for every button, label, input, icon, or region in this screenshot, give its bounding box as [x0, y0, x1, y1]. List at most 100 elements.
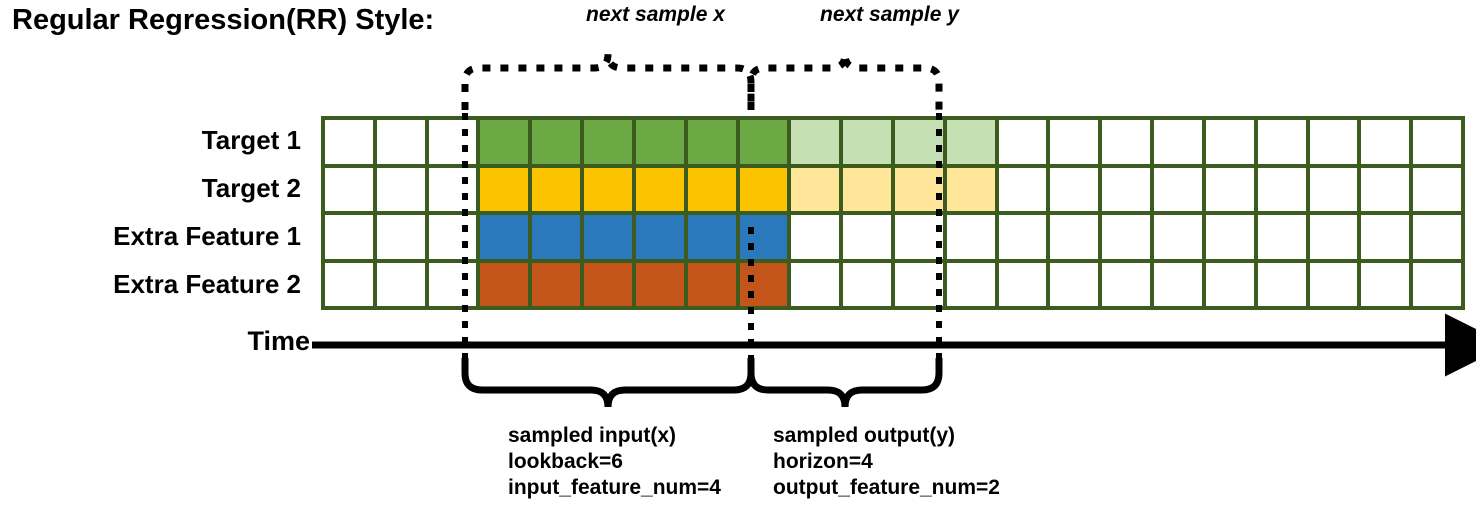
grid-cell-extra-feature-1-col-2	[376, 215, 425, 259]
grid-cell-extra-feature-2-col-13	[946, 262, 995, 306]
sampled-input-line2: lookback=6	[508, 450, 623, 473]
row-label-target-1: Target 1	[201, 125, 301, 155]
grid-cell-target-1-col-12	[894, 120, 943, 164]
grid-cell-target-1-col-10	[791, 120, 840, 164]
grid-cell-target-1-col-20	[1309, 120, 1358, 164]
grid-cell-extra-feature-2-col-11	[843, 262, 891, 306]
grid-cell-target-2-col-11	[843, 167, 891, 211]
sampled-output-line1: sampled output(y)	[773, 424, 955, 447]
row-label-target-2: Target 2	[201, 173, 301, 203]
grid-cell-extra-feature-2-col-22	[1413, 262, 1461, 306]
grid-cell-target-1-col-8	[687, 120, 736, 164]
grid-cell-target-2-col-7	[635, 167, 684, 211]
grid-cell-extra-feature-1-col-8	[687, 215, 736, 259]
grid-cell-target-2-col-14	[998, 167, 1047, 211]
grid-cell-target-2-col-10	[791, 167, 840, 211]
grid-cell-target-1-col-5	[532, 120, 581, 164]
grid-cell-extra-feature-1-col-1	[325, 215, 373, 259]
grid-cell-target-2-col-8	[687, 167, 736, 211]
row-label-extra-feature-2: Extra Feature 2	[113, 269, 301, 299]
grid-cell-target-1-col-9	[739, 120, 788, 164]
grid-cell-target-1-col-15	[1050, 120, 1099, 164]
grid-cell-target-1-col-11	[843, 120, 891, 164]
grid-cell-target-2-col-6	[584, 167, 632, 211]
next-sample-y-label: next sample y	[820, 3, 959, 26]
grid-cell-target-1-col-18	[1205, 120, 1254, 164]
grid-cell-target-2-col-12	[894, 167, 943, 211]
grid-cell-extra-feature-2-col-14	[998, 262, 1047, 306]
grid-cell-target-2-col-21	[1361, 167, 1410, 211]
grid-cell-extra-feature-1-col-4	[480, 215, 529, 259]
grid-cell-extra-feature-2-col-20	[1309, 262, 1358, 306]
sampled-input-line3: input_feature_num=4	[508, 476, 721, 499]
grid-cell-extra-feature-2-col-15	[1050, 262, 1099, 306]
grid-cell-extra-feature-1-col-13	[946, 215, 995, 259]
grid-cell-target-1-col-16	[1102, 120, 1151, 164]
sampled-output-caption: sampled output(y) horizon=4 output_featu…	[773, 423, 1000, 501]
grid-cell-extra-feature-1-col-9	[739, 215, 788, 259]
grid-cell-target-2-col-20	[1309, 167, 1358, 211]
grid-cell-target-2-col-22	[1413, 167, 1461, 211]
grid-cell-extra-feature-1-col-16	[1102, 215, 1151, 259]
grid-cell-extra-feature-1-col-12	[894, 215, 943, 259]
brace-next-sample-y	[747, 53, 943, 110]
grid-cell-target-1-col-21	[1361, 120, 1410, 164]
grid-cell-target-1-col-13	[946, 120, 995, 164]
row-label-extra-feature-1: Extra Feature 1	[113, 221, 301, 251]
brace-next-sample-x	[461, 53, 755, 110]
grid-cell-extra-feature-2-col-1	[325, 262, 373, 306]
grid-cell-target-1-col-2	[376, 120, 425, 164]
grid-cell-extra-feature-1-col-18	[1205, 215, 1254, 259]
grid-cell-extra-feature-2-col-21	[1361, 262, 1410, 306]
grid-cell-extra-feature-1-col-19	[1257, 215, 1306, 259]
grid-cell-extra-feature-2-col-8	[687, 262, 736, 306]
time-axis-label: Time	[247, 326, 310, 356]
brace-sampled-input	[461, 358, 755, 408]
grid-cell-target-1-col-1	[325, 120, 373, 164]
timeseries-grid	[321, 116, 1465, 310]
grid-cell-extra-feature-2-col-5	[532, 262, 581, 306]
grid-cell-target-2-col-15	[1050, 167, 1099, 211]
grid-cell-target-2-col-4	[480, 167, 529, 211]
grid-cell-extra-feature-1-col-10	[791, 215, 840, 259]
grid-cell-extra-feature-2-col-3	[428, 262, 477, 306]
grid-cell-target-2-col-16	[1102, 167, 1151, 211]
grid-cell-target-2-col-1	[325, 167, 373, 211]
grid-cell-extra-feature-2-col-17	[1154, 262, 1202, 306]
grid-cell-extra-feature-2-col-2	[376, 262, 425, 306]
grid-cell-target-1-col-14	[998, 120, 1047, 164]
grid-cell-extra-feature-1-col-7	[635, 215, 684, 259]
grid-cell-extra-feature-2-col-18	[1205, 262, 1254, 306]
sampled-input-caption: sampled input(x) lookback=6 input_featur…	[508, 423, 721, 501]
grid-cell-extra-feature-1-col-21	[1361, 215, 1410, 259]
sampled-input-line1: sampled input(x)	[508, 424, 677, 447]
row-label-column: Target 1 Target 2 Extra Feature 1 Extra …	[0, 116, 311, 308]
grid-cell-target-2-col-5	[532, 167, 581, 211]
sampled-output-line3: output_feature_num=2	[773, 476, 1000, 499]
grid-cell-extra-feature-2-col-6	[584, 262, 632, 306]
grid-cell-extra-feature-1-col-15	[1050, 215, 1099, 259]
grid-cell-extra-feature-1-col-3	[428, 215, 477, 259]
grid-cell-target-1-col-6	[584, 120, 632, 164]
grid-cell-extra-feature-2-col-19	[1257, 262, 1306, 306]
brace-sampled-output	[747, 358, 943, 408]
grid-cell-target-2-col-2	[376, 167, 425, 211]
grid-cell-target-2-col-19	[1257, 167, 1306, 211]
grid-cell-target-2-col-18	[1205, 167, 1254, 211]
next-sample-x-label: next sample x	[586, 3, 725, 26]
grid-cell-extra-feature-2-col-7	[635, 262, 684, 306]
grid-cell-extra-feature-1-col-5	[532, 215, 581, 259]
grid-cell-extra-feature-2-col-9	[739, 262, 788, 306]
grid-cell-target-2-col-9	[739, 167, 788, 211]
grid-cell-target-1-col-22	[1413, 120, 1461, 164]
page-title: Regular Regression(RR) Style:	[12, 4, 435, 36]
grid-cell-extra-feature-2-col-10	[791, 262, 840, 306]
grid-cell-extra-feature-1-col-20	[1309, 215, 1358, 259]
grid-cell-target-1-col-17	[1154, 120, 1202, 164]
grid-cell-extra-feature-1-col-17	[1154, 215, 1202, 259]
grid-cell-target-1-col-19	[1257, 120, 1306, 164]
grid-cell-target-1-col-7	[635, 120, 684, 164]
sampled-output-line2: horizon=4	[773, 450, 873, 473]
grid-cell-target-2-col-3	[428, 167, 477, 211]
grid-cell-target-1-col-4	[480, 120, 529, 164]
